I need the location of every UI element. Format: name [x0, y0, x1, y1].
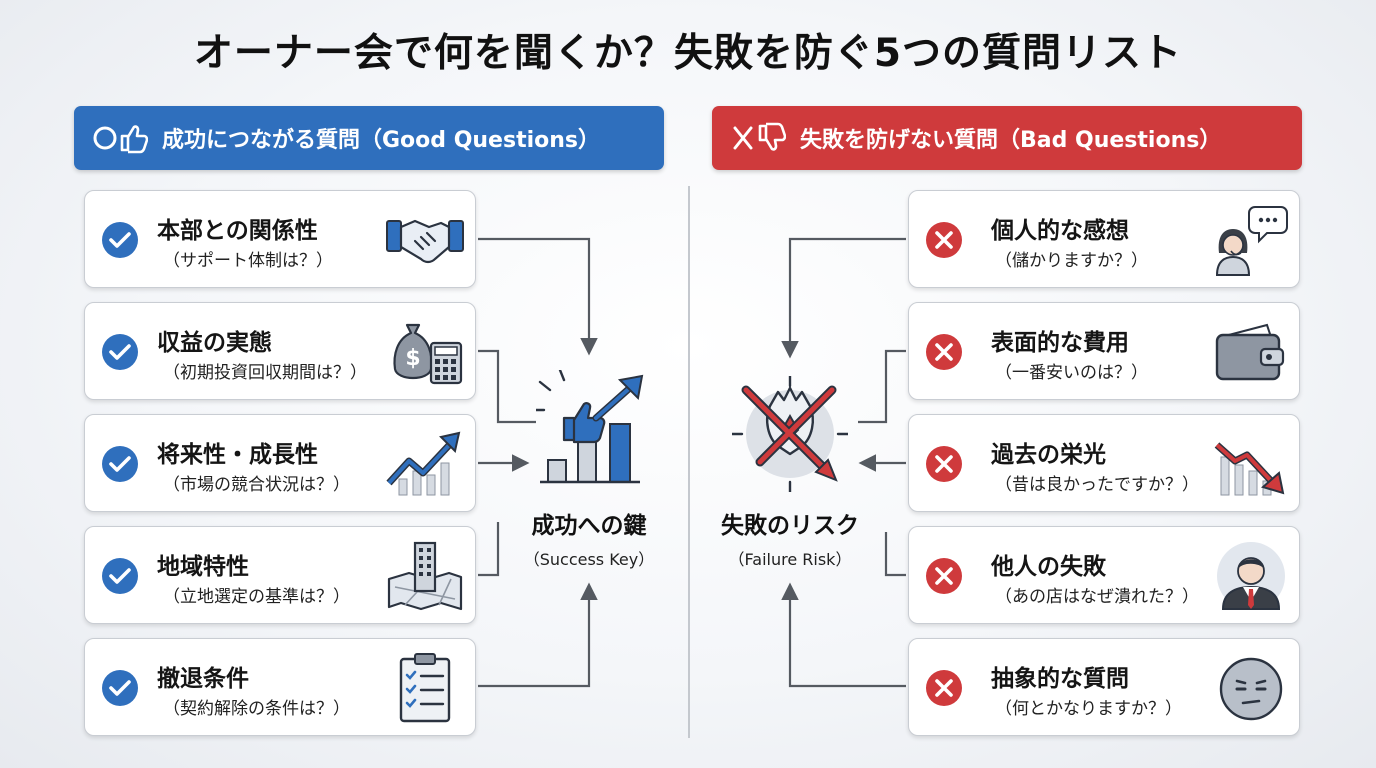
failure-risk-hub: 失敗のリスク （Failure Risk） — [690, 506, 890, 570]
clipboard-checklist-icon — [399, 653, 451, 723]
hub-subtitle: （Failure Risk） — [728, 550, 852, 569]
card-title: 表面的な費用 — [991, 330, 1129, 356]
bad-question-card-cost: 表面的な費用 （一番安いのは？） — [908, 302, 1300, 400]
bad-question-card-past: 過去の栄光 （昔は良かったですか？） — [908, 414, 1300, 512]
wallet-icon — [1215, 323, 1285, 381]
page-title: オーナー会で何を聞くか？失敗を防ぐ5つの質問リスト — [193, 31, 1183, 76]
check-badge-icon — [102, 446, 138, 482]
bad-question-card-abstract: 抽象的な質問 （何とかなりますか？） — [908, 638, 1300, 736]
good-question-card-region: 地域特性 （立地選定の基準は？） — [84, 526, 476, 624]
check-badge-icon — [102, 558, 138, 594]
handshake-icon — [386, 219, 464, 264]
card-subtitle: （サポート体制は？） — [163, 251, 333, 271]
card-subtitle: （契約解除の条件は？） — [163, 699, 350, 719]
cross-badge-icon — [926, 558, 962, 594]
card-subtitle: （あの店はなぜ潰れた？） — [995, 587, 1199, 607]
card-title: 本部との関係性 — [157, 218, 318, 244]
card-subtitle: （市場の競合状況は？） — [163, 475, 350, 495]
confused-face-icon — [1219, 657, 1283, 721]
card-title: 抽象的な質問 — [991, 666, 1129, 692]
card-subtitle: （初期投資回収期間は？） — [163, 363, 367, 383]
hub-subtitle: （Success Key） — [523, 550, 655, 569]
card-subtitle: （昔は良かったですか？） — [995, 475, 1199, 495]
card-subtitle: （何とかなりますか？） — [995, 699, 1182, 719]
card-subtitle: （儲かりますか？） — [995, 251, 1148, 271]
good-question-card-relationship: 本部との関係性 （サポート体制は？） — [84, 190, 476, 288]
card-title: 収益の実態 — [157, 330, 272, 356]
bad-banner-label: 失敗を防げない質問（Bad Questions） — [800, 128, 1222, 153]
svg-text:$: $ — [405, 346, 420, 371]
businessman-icon — [1217, 542, 1285, 610]
bad-question-card-opinion: 個人的な感想 （儲かりますか？） — [908, 190, 1300, 288]
card-subtitle: （立地選定の基準は？） — [163, 587, 350, 607]
card-title: 将来性・成長性 — [157, 442, 318, 468]
card-subtitle: （一番安いのは？） — [995, 363, 1148, 383]
bad-questions-banner: 失敗を防げない質問（Bad Questions） — [712, 106, 1302, 170]
person-speech-icon — [1215, 206, 1288, 276]
thumbs-up-bar-chart-icon — [536, 370, 644, 484]
center-divider — [688, 186, 690, 738]
good-questions-banner: 成功につながる質問（Good Questions） — [74, 106, 664, 170]
card-title: 個人的な感想 — [991, 218, 1129, 244]
success-key-hub: 成功への鍵 （Success Key） — [489, 506, 689, 570]
circle-thumbs-up-icon — [92, 122, 148, 154]
good-question-card-exit: 撤退条件 （契約解除の条件は？） — [84, 638, 476, 736]
card-title: 撤退条件 — [157, 666, 249, 692]
card-title: 他人の失敗 — [991, 554, 1106, 580]
good-question-card-profit: 収益の実態 （初期投資回収期間は？） $ — [84, 302, 476, 400]
check-badge-icon — [102, 670, 138, 706]
card-title: 地域特性 — [157, 554, 249, 580]
cross-badge-icon — [926, 446, 962, 482]
growth-chart-icon — [386, 431, 461, 496]
cross-badge-icon — [926, 334, 962, 370]
hub-title: 成功への鍵 — [531, 513, 647, 539]
check-badge-icon — [102, 222, 138, 258]
cross-badge-icon — [926, 670, 962, 706]
hub-title: 失敗のリスク — [721, 513, 859, 539]
city-map-icon — [387, 541, 463, 611]
money-bag-calculator-icon: $ — [393, 323, 463, 385]
card-title: 過去の栄光 — [991, 442, 1106, 468]
check-badge-icon — [102, 334, 138, 370]
declining-chart-icon — [1214, 442, 1285, 496]
broken-target-icon — [732, 376, 848, 492]
cross-thumbs-down-icon — [730, 122, 786, 154]
good-question-card-growth: 将来性・成長性 （市場の競合状況は？） — [84, 414, 476, 512]
cross-badge-icon — [926, 222, 962, 258]
good-banner-label: 成功につながる質問（Good Questions） — [162, 128, 601, 153]
bad-question-card-others: 他人の失敗 （あの店はなぜ潰れた？） — [908, 526, 1300, 624]
